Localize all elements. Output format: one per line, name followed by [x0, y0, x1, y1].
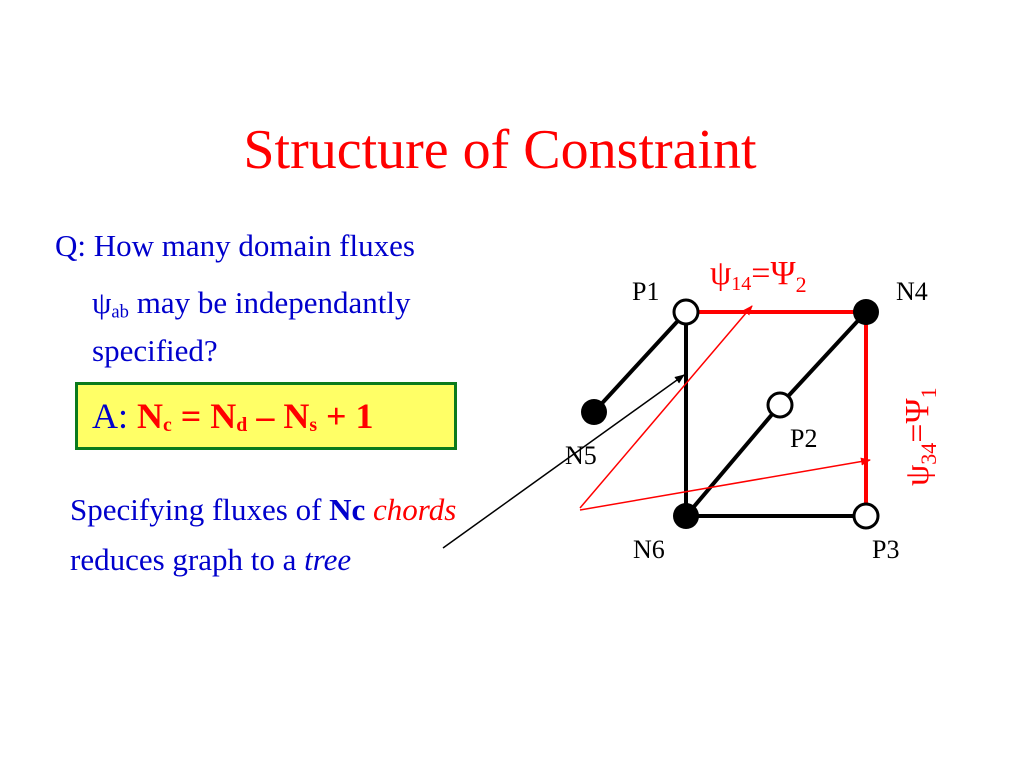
right-Psi-sub: 1 [916, 387, 941, 398]
formula-plus-one: + 1 [317, 396, 374, 436]
psi-symbol: ψ [92, 285, 112, 320]
formula-n: N [283, 396, 310, 436]
top-chord-label: ψ14=Ψ2 [710, 255, 807, 297]
formula-sub-d: d [236, 413, 248, 436]
node-p1 [672, 298, 700, 326]
nc-term: Nc [329, 492, 366, 527]
question-line-1: Q: How many domain fluxes [55, 228, 415, 263]
top-Psi: Ψ [770, 255, 795, 292]
formula-minus: – [247, 396, 284, 436]
right-chord-label: ψ34=Ψ1 [899, 387, 941, 486]
top-equals: = [751, 255, 770, 292]
formula-n: N [210, 396, 237, 436]
chords-term: chords [373, 492, 457, 527]
label-p2: P2 [790, 424, 817, 453]
top-psi: ψ [710, 255, 731, 292]
right-psi: ψ [899, 465, 936, 486]
slide-title: Structure of Constraint [243, 119, 757, 181]
right-equals: = [899, 424, 936, 443]
right-Psi: Ψ [899, 398, 936, 423]
question-line-2-text: may be independantly [128, 285, 411, 320]
label-p1: P1 [632, 277, 659, 306]
answer-label: A: [92, 396, 137, 436]
label-p3: P3 [872, 535, 899, 564]
formula-sub-c: c [163, 413, 172, 436]
node-n6 [673, 503, 699, 529]
node-n5 [581, 399, 607, 425]
formula-sub-s: s [309, 413, 318, 436]
top-Psi-sub: 2 [796, 272, 807, 297]
node-n4 [853, 299, 879, 325]
right-chord-label-group: ψ34=Ψ1 [899, 387, 941, 486]
question-line-3: specified? [92, 333, 218, 368]
specifying-text-2: reduces graph to a [70, 542, 305, 577]
specifying-text: Specifying fluxes of [70, 492, 330, 527]
edge-n5-p1 [592, 310, 688, 414]
edge-p2-n4 [778, 310, 868, 407]
psi-subscript: ab [111, 301, 129, 323]
answer-box: A: Nc = Nd – Ns + 1 [75, 382, 457, 450]
node-p2 [766, 391, 794, 419]
top-psi-sub: 14 [731, 273, 751, 295]
specifying-line-1: Specifying fluxes of Nc chords [70, 492, 456, 528]
right-psi-sub: 34 [916, 443, 941, 465]
tree-term: tree [304, 542, 352, 577]
formula-equals: = [171, 396, 211, 436]
label-n6: N6 [633, 535, 665, 564]
label-n5: N5 [565, 441, 597, 470]
label-n4: N4 [896, 277, 928, 306]
node-p3 [852, 502, 880, 530]
arrow-tree-to-graph [442, 374, 685, 549]
arrow-chords-to-right-chord [579, 457, 871, 511]
specifying-line-2: reduces graph to a tree [70, 542, 351, 578]
formula-n: N [137, 396, 163, 436]
arrow-chords-to-top-chord [579, 305, 753, 509]
answer-formula: Nc = Nd – Ns + 1 [137, 396, 374, 436]
edge-n6-p2 [684, 403, 782, 518]
question-line-2: ψab may be independantly [92, 285, 410, 324]
